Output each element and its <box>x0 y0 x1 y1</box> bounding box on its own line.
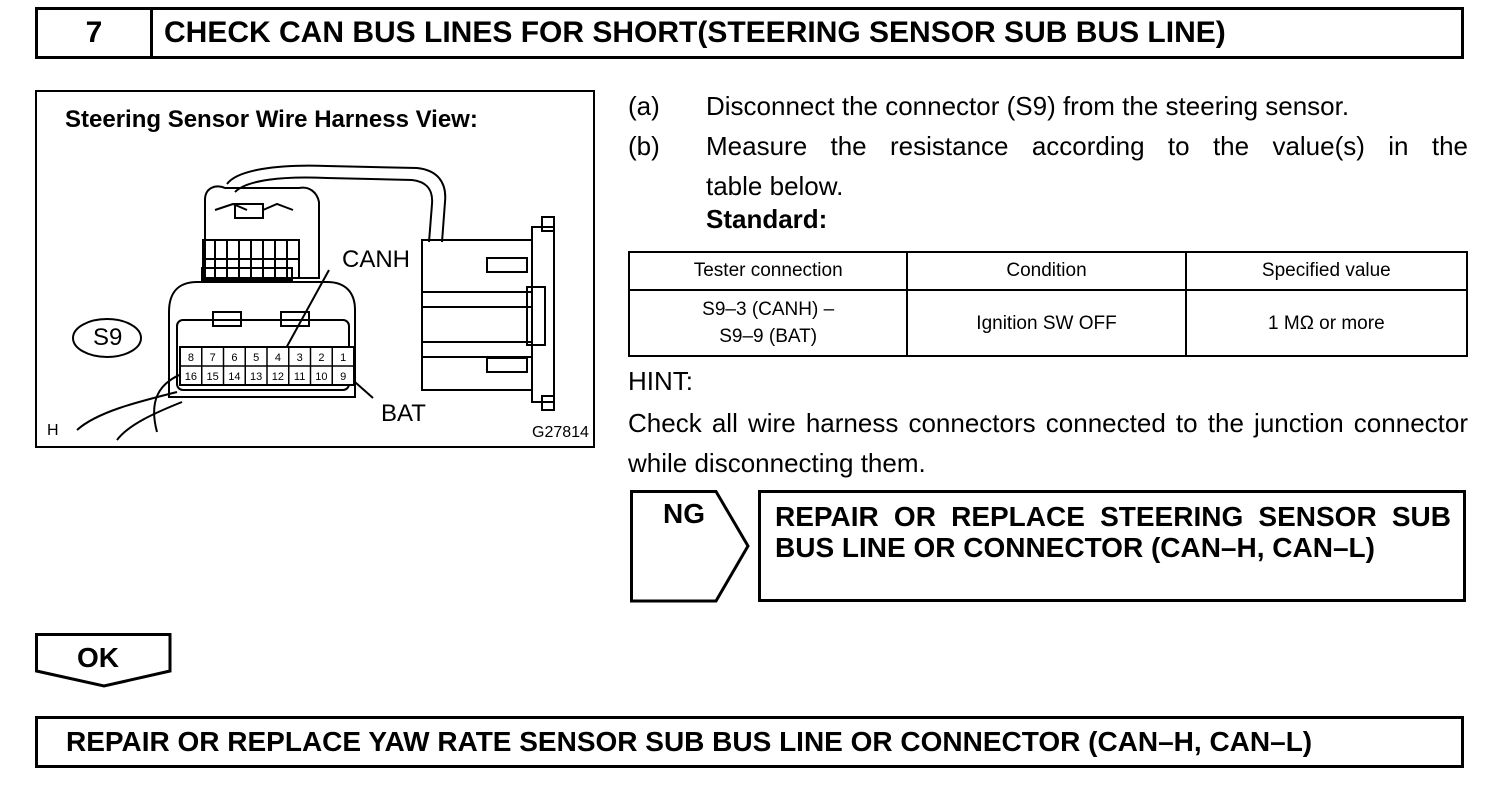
specified-value-cell: 1 MΩ or more <box>1184 289 1469 357</box>
ng-action-box: REPAIR OR REPLACE STEERING SENSOR SUB BU… <box>758 490 1466 602</box>
step-title: CHECK CAN BUS LINES FOR SHORT(STEERING S… <box>164 16 1226 49</box>
instruction-a: (a) Disconnect the connector (S9) from t… <box>628 86 1468 126</box>
pin-number-top: 5 <box>253 352 259 364</box>
pin-number-top: 6 <box>231 352 237 364</box>
connector-illustration: 8 7 6 5 4 3 2 1 16 15 14 13 12 11 10 9 <box>72 164 555 441</box>
figure-title: Steering Sensor Wire Harness View: <box>65 106 478 133</box>
pin-number-bottom: 16 <box>185 371 197 383</box>
tester-connection-line1: S9–3 (CANH) – <box>702 299 835 320</box>
connector-id-label: S9 <box>93 324 123 351</box>
pin-grid: 8 7 6 5 4 3 2 1 16 15 14 13 12 11 10 9 <box>179 346 355 386</box>
instruction-b-cont: table below. <box>628 166 1468 206</box>
ng-arrow-icon <box>630 490 750 603</box>
ok-label: OK <box>77 642 119 673</box>
tester-connection-cell: S9–3 (CANH) – S9–9 (BAT) <box>627 289 909 357</box>
bat-label: BAT <box>381 400 426 427</box>
pin-number-bottom: 15 <box>207 371 219 383</box>
figure-corner-label: H <box>47 422 59 439</box>
pin-number-bottom: 13 <box>250 371 262 383</box>
pin-number-top: 4 <box>275 352 281 364</box>
table-header: Specified value <box>1184 251 1469 291</box>
instruction-a-text: Disconnect the connector (S9) from the s… <box>706 91 1350 121</box>
standard-label: Standard: <box>706 204 828 234</box>
instruction-b-letter: (b) <box>628 131 660 161</box>
instruction-a-letter: (a) <box>628 91 660 121</box>
step-header: 7 CHECK CAN BUS LINES FOR SHORT(STEERING… <box>35 7 1464 59</box>
wire-harness-figure: Steering Sensor Wire Harness View: <box>35 90 595 448</box>
pin-number-top: 1 <box>340 352 346 364</box>
instruction-b-text-line2: table below. <box>706 171 844 201</box>
pin-number-top: 3 <box>297 352 303 364</box>
pin-number-top: 2 <box>318 352 324 364</box>
hint-text: Check all wire harness connectors connec… <box>628 408 1468 478</box>
table-header: Condition <box>906 251 1187 291</box>
instruction-list: (a) Disconnect the connector (S9) from t… <box>628 86 1468 206</box>
pin-number-bottom: 11 <box>294 371 305 383</box>
pin-number-bottom: 14 <box>228 371 240 383</box>
pin-number-bottom: 12 <box>272 371 284 383</box>
condition-cell: Ignition SW OFF <box>906 289 1187 357</box>
hint-label: HINT: <box>628 366 693 396</box>
spec-table: Tester connection Condition Specified va… <box>627 251 1469 357</box>
pin-number-top: 7 <box>210 352 216 364</box>
table-row: S9–3 (CANH) – S9–9 (BAT) Ignition SW OFF… <box>627 289 1469 357</box>
final-action-box: REPAIR OR REPLACE YAW RATE SENSOR SUB BU… <box>35 716 1464 768</box>
instruction-b: (b) Measure the resistance according to … <box>628 126 1468 166</box>
table-header-row: Tester connection Condition Specified va… <box>627 251 1469 291</box>
pin-number-bottom: 9 <box>340 371 346 383</box>
pin-number-bottom: 10 <box>315 371 327 383</box>
tester-connection-line2: S9–9 (BAT) <box>719 326 818 347</box>
pin-number-top: 8 <box>188 352 194 364</box>
table-header: Tester connection <box>627 251 909 291</box>
ok-arrow-icon <box>35 633 172 688</box>
ng-label: NG <box>663 498 705 529</box>
canh-label: CANH <box>342 246 411 273</box>
step-number: 7 <box>38 10 153 56</box>
figure-id: G27814 <box>532 424 589 441</box>
instruction-b-text-line1: Measure the resistance according to the … <box>706 131 1468 161</box>
